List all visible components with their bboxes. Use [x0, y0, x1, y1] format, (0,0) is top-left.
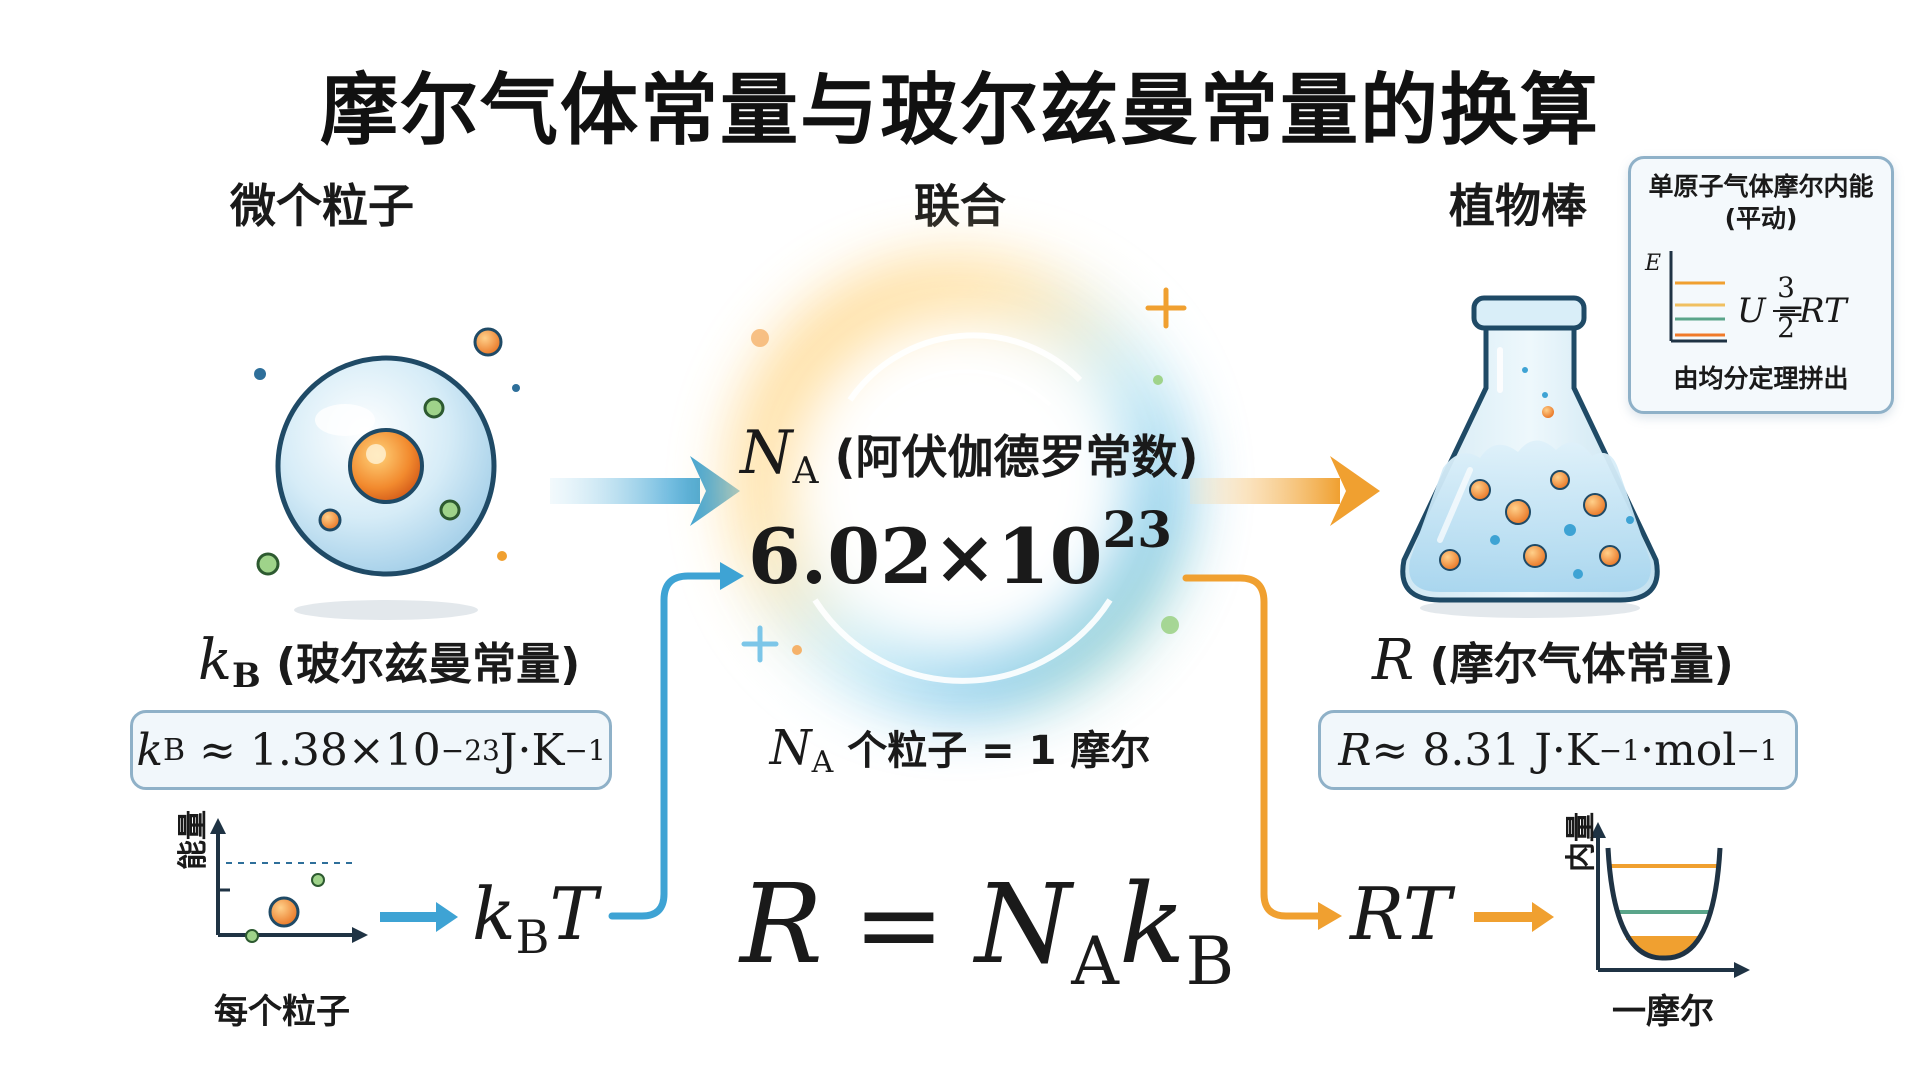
right-well-plot [1590, 822, 1750, 978]
inset-axis-e: E [1645, 251, 1662, 276]
arrow-center-to-right [1190, 456, 1380, 526]
arrow-kbt-to-center [608, 562, 744, 920]
na-particles-per-mole: NA 个粒子 = 1 摩尔 [769, 720, 1151, 780]
inset-frac-den: 2 [1777, 311, 1795, 344]
r-value-box: R ≈ 8.31 J·K−1·mol−1 [1318, 710, 1798, 790]
left-energy-plot [210, 818, 368, 943]
arrow-left-to-center [550, 456, 740, 526]
right-heading: 植物棒 [1449, 179, 1587, 233]
right-plot-ylabel: 内量 [1564, 812, 1599, 872]
left-heading: 微个粒子 [230, 179, 414, 233]
page-title: 摩尔气体常量与玻尔兹曼常量的换算 [319, 66, 1600, 156]
na-label: NA (阿伏伽德罗常数) [740, 418, 1199, 492]
inset-formula: U = [1737, 291, 1805, 331]
inset-title: 单原子气体摩尔内能 (平动) [1648, 172, 1874, 233]
center-heading: 联合 [914, 179, 1006, 233]
left-plot-xlabel: 每个粒子 [214, 992, 350, 1032]
rt-term: RT [1350, 872, 1451, 956]
kbt-term: kBT [472, 872, 598, 964]
inset-frac-rt: RT [1799, 291, 1847, 331]
inset-frac-num: 3 [1777, 271, 1795, 304]
r-label: R (摩尔气体常量) [1372, 628, 1734, 693]
avogadro-glow [730, 256, 1190, 716]
flask-illustration [1400, 295, 1660, 618]
kb-label: kB (玻尔兹曼常量) [198, 628, 581, 696]
na-value: 6.02×1023 [747, 500, 1173, 601]
arrow-center-to-rt [1182, 574, 1342, 930]
inset-footer: 由均分定理拼出 [1673, 364, 1849, 393]
right-plot-xlabel: 一摩尔 [1612, 992, 1714, 1032]
arrow-to-kbt [380, 902, 458, 932]
inset-chart [1669, 251, 1795, 343]
particle-illustration [254, 327, 520, 620]
internal-energy-inset: 单原子气体摩尔内能 (平动) E U = 3 2 RT 由均分定理拼出 [1628, 156, 1894, 414]
main-formula: R=NAkB [740, 860, 1235, 1000]
left-plot-ylabel: 能量 [176, 810, 211, 870]
arrow-rt-to-well [1474, 902, 1554, 932]
